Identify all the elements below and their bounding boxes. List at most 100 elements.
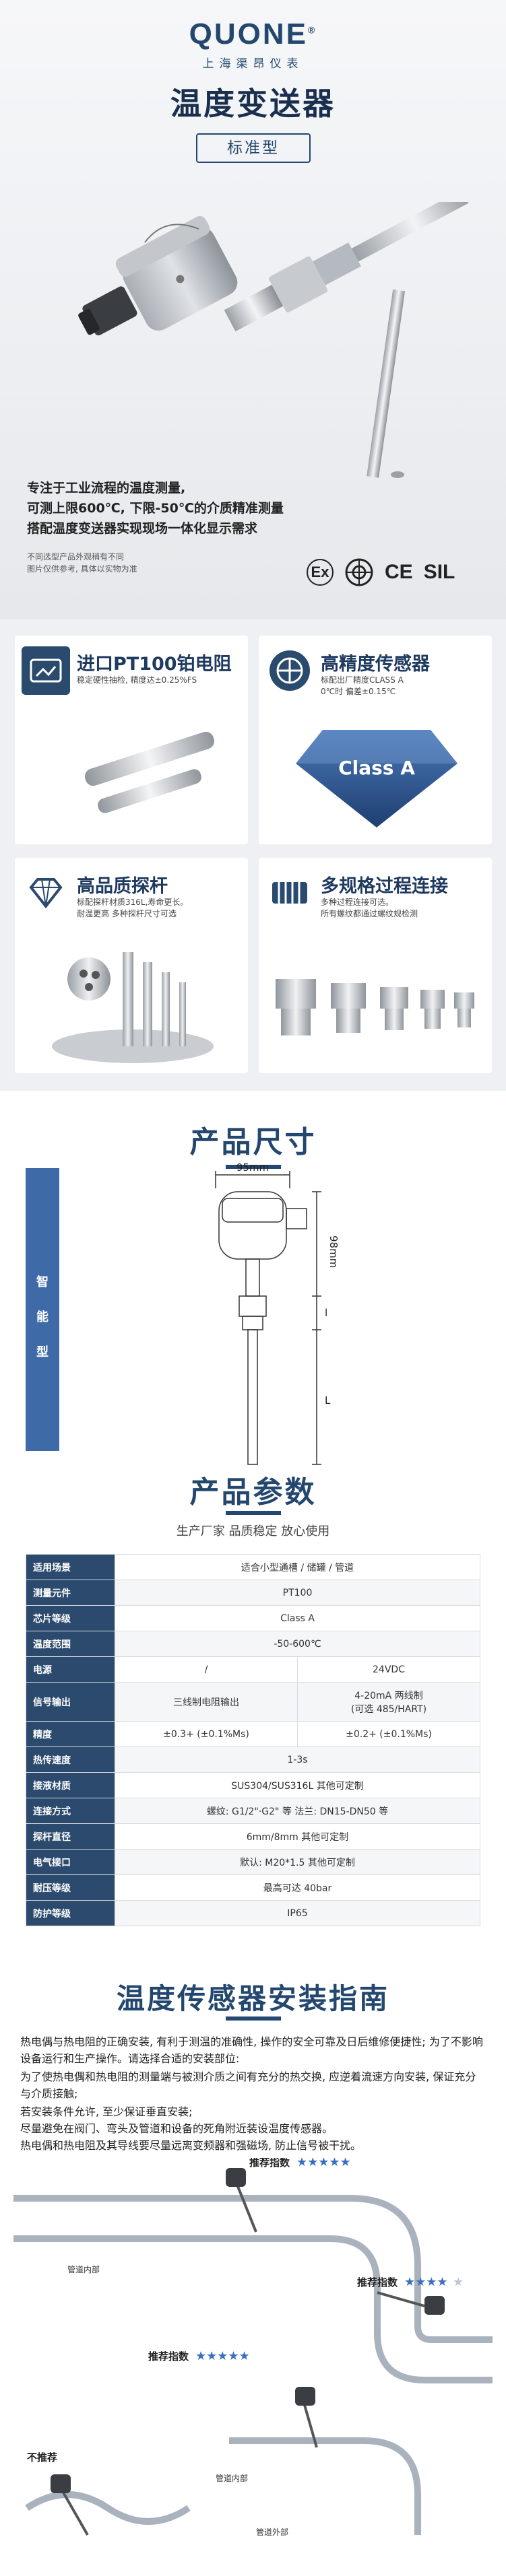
thread-icon [272, 882, 307, 904]
dimensions-title: 产品尺寸 [189, 1125, 317, 1159]
params-subtitle: 生产厂家 品质稳定 放心使用 [176, 1524, 330, 1538]
brand-logo: QUONE® [189, 18, 317, 50]
desc-line-3: 搭配温度变送器实现现场一体化显示需求 [27, 521, 258, 536]
model-tag: 标准型 [196, 133, 311, 163]
spec-row: 适用场景适合小型通槽 / 储罐 / 管道 [26, 1554, 480, 1580]
stars-2: ★★★★ [404, 2275, 448, 2289]
length-label-L: L [325, 1394, 331, 1406]
spec-label: 连接方式 [26, 1798, 115, 1824]
note-line-2: 图片仅供参考, 具体以实物为准 [27, 564, 137, 574]
spec-label: 防护等级 [26, 1900, 115, 1926]
spec-label: 适用场景 [26, 1554, 115, 1580]
spec-value: Class A [115, 1605, 480, 1631]
dimension-drawing: 95mm 98mm l L [215, 1161, 340, 1465]
page-title: 温度变送器 [170, 86, 336, 122]
ce-cert-icon: CE [385, 561, 413, 583]
brand-subtitle: 上海渠昂仪表 [202, 57, 304, 71]
feature-card-precision: 高精度传感器 标配出厂精度CLASS A 0℃时 偏差±0.15℃ Class … [259, 636, 492, 844]
spec-value: SUS304/SUS316L 其他可定制 [115, 1772, 480, 1798]
spec-label: 芯片等级 [26, 1605, 115, 1631]
feature-title: 高精度传感器 [321, 654, 430, 675]
spec-value: ±0.3+ (±0.1%Ms) [115, 1721, 298, 1747]
feature-desc: 稳定硬性抽检, 精度达±0.25%FS [77, 675, 197, 685]
spec-value: / [115, 1656, 298, 1683]
spec-value: 适合小型通槽 / 储罐 / 管道 [115, 1554, 480, 1580]
rec-label-1: 推荐指数 [249, 2158, 290, 2169]
guide-para-3: 若安装条件允许, 至少保证垂直安装; [20, 2105, 193, 2118]
width-label: 95mm [236, 1161, 269, 1174]
probe-samples-image [52, 952, 214, 1063]
spec-row: 电气接口默认: M20*1.5 其他可定制 [26, 1849, 480, 1875]
guide-para-4: 尽量避免在阀门、弯头及管道和设备的死角附近装设温度传感器。 [20, 2122, 334, 2135]
installation-diagram: 推荐指数 ★★★★★ 推荐指数 ★★★★ ★ 推荐指数 ★★★★★ 不推荐 管道… [13, 2158, 493, 2537]
pipe-inner-label-2: 管道内部 [67, 2264, 100, 2274]
feature-desc: 标配探杆材质316L,寿命更长。 耐温更高 多种探杆尺寸可选 [77, 897, 189, 918]
certifications: Ex CE SIL [307, 552, 455, 592]
target-icon [270, 650, 310, 691]
feature-desc: 多种过程连接可选。 所有螺纹都通过螺纹规检测 [321, 897, 418, 918]
height-label: 98mm [327, 1235, 340, 1268]
sil-cert-icon: SIL [423, 561, 455, 583]
spec-value: 默认: M20*1.5 其他可定制 [115, 1849, 480, 1875]
side-band: 智 能 型 [26, 1168, 59, 1451]
stars-2-empty: ★ [453, 2275, 464, 2289]
spec-value: IP65 [115, 1900, 480, 1926]
features-section: 进口PT100铂电阻 稳定硬性抽检, 精度达±0.25%FS 高精度传感器 标配… [0, 619, 506, 1091]
spec-row: 电源/24VDC [26, 1656, 480, 1683]
feature-title: 进口PT100铂电阻 [77, 654, 232, 675]
feature-title: 多规格过程连接 [321, 876, 448, 897]
length-label-l: l [325, 1307, 327, 1319]
not-recommended-label: 不推荐 [27, 2451, 57, 2464]
nepsi-cert-icon [345, 558, 373, 586]
feature-title: 高品质探杆 [77, 876, 168, 897]
pt100-probe-image [84, 731, 215, 813]
spec-label: 探杆直径 [26, 1823, 115, 1850]
spec-label: 精度 [26, 1721, 115, 1747]
side-char: 型 [36, 1345, 49, 1359]
spec-value: ±0.2+ (±0.1%Ms) [297, 1721, 480, 1747]
spec-value: -50-600℃ [115, 1631, 480, 1657]
guide-title: 温度传感器安装指南 [116, 1982, 389, 2015]
guide-para-2: 为了使热电偶和热电阻的测量端与被测介质之间有充分的热交换, 应逆着流速方向安装,… [20, 2070, 476, 2100]
feature-card-probe: 高品质探杆 标配探杆材质316L,寿命更长。 耐温更高 多种探杆尺寸可选 [15, 858, 248, 1073]
feature-card-connections: 多规格过程连接 多种过程连接可选。 所有螺纹都通过螺纹规检测 [259, 858, 492, 1073]
spec-row: 精度±0.3+ (±0.1%Ms)±0.2+ (±0.1%Ms) [26, 1721, 480, 1747]
spec-label: 耐压等级 [26, 1874, 115, 1901]
side-char: 智 [36, 1275, 49, 1289]
params-title: 产品参数 [189, 1475, 317, 1510]
side-char: 能 [36, 1310, 49, 1324]
desc-line-1: 专注于工业流程的温度测量, [27, 481, 186, 496]
sensor-icon [22, 646, 70, 695]
feature-desc: 标配出厂精度CLASS A 0℃时 偏差±0.15℃ [321, 675, 404, 696]
spec-value: PT100 [115, 1580, 480, 1606]
spec-value: 4-20mA 两线制 (可选 485/HART) [297, 1682, 480, 1722]
spec-value: 24VDC [297, 1656, 480, 1683]
spec-label: 热传速度 [26, 1747, 115, 1773]
spec-label: 测量元件 [26, 1580, 115, 1606]
class-a-label: Class A [338, 757, 415, 779]
rec-label-3: 推荐指数 [148, 2350, 189, 2363]
class-a-badge: Class A [296, 730, 457, 827]
note-line-1: 不同选型产品外观稍有不同 [27, 552, 125, 562]
fittings-image [276, 979, 474, 1036]
desc-line-2: 可测上限600℃, 下限-50℃的介质精准测量 [27, 501, 284, 516]
spec-value: 三线制电阻输出 [115, 1682, 298, 1722]
title-underline [226, 1511, 281, 1515]
spec-value: 螺纹: G1/2"·G2" 等 法兰: DN15-DN50 等 [115, 1798, 480, 1824]
ex-cert-icon: Ex [307, 559, 334, 586]
spec-value: 6mm/8mm 其他可定制 [115, 1823, 480, 1850]
guide-para-1: 热电偶与热电阻的正确安装, 有利于测温的准确性, 操作的安全可靠及日后维修便捷性… [20, 2035, 483, 2065]
title-underline [226, 2016, 281, 2021]
stars-3: ★★★★★ [195, 2349, 250, 2363]
hero-section: QUONE® 上海渠昂仪表 温度变送器 标准型 专注于工业 [0, 0, 506, 619]
spec-value: 最高可达 40bar [115, 1874, 480, 1901]
product-image [78, 202, 468, 478]
